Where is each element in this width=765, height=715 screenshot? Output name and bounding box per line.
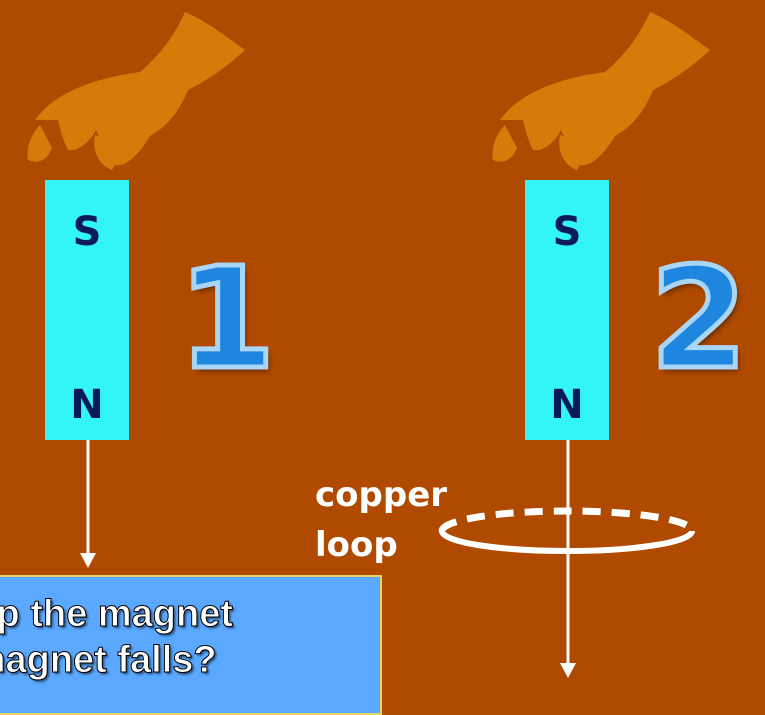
hand-icon bbox=[27, 12, 245, 170]
hand-icon bbox=[492, 12, 710, 170]
copper-loop bbox=[438, 507, 696, 554]
south-pole-label: S bbox=[72, 209, 102, 255]
scenario-number-1: 1 bbox=[175, 238, 277, 401]
bar-magnet-left: S N bbox=[45, 180, 129, 440]
question-box: ip the magnet e magnet falls? bbox=[0, 575, 382, 715]
question-line1: ip the magnet bbox=[0, 593, 234, 635]
question-line2: e magnet falls? bbox=[0, 639, 217, 681]
drawing-layer bbox=[27, 12, 710, 678]
south-pole-label: S bbox=[552, 209, 582, 255]
north-pole-label: N bbox=[550, 382, 584, 428]
loop-label-line1: copper bbox=[315, 475, 448, 515]
diagram-canvas: S N S N 1 2 copper loop ip the magnet e … bbox=[0, 12, 750, 715]
north-pole-label: N bbox=[70, 382, 104, 428]
scenario-number-2: 2 bbox=[647, 238, 749, 401]
bar-magnet-right: S N bbox=[525, 180, 609, 440]
down-arrow-icon bbox=[560, 440, 576, 678]
loop-label-line2: loop bbox=[315, 525, 398, 565]
down-arrow-icon bbox=[80, 440, 96, 568]
copper-loop-label: copper loop bbox=[315, 470, 447, 570]
